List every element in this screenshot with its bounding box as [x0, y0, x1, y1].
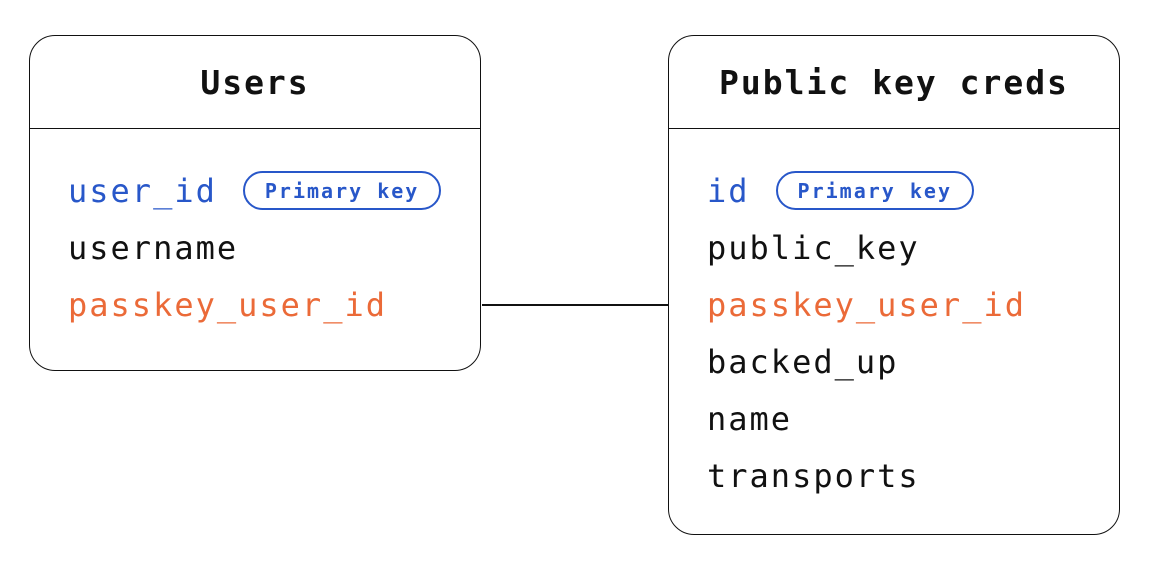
table-public-key-creds-title: Public key creds — [669, 36, 1119, 129]
field-name-name: name — [707, 399, 793, 438]
table-public-key-creds-field-list: id Primary key public_key passkey_user_i… — [669, 129, 1119, 504]
field-name-transports: transports — [707, 456, 920, 495]
field-row-passkey-user-id: passkey_user_id — [707, 276, 1119, 333]
relationship-line — [482, 304, 668, 306]
table-public-key-creds[interactable]: Public key creds id Primary key public_k… — [668, 35, 1120, 535]
table-users[interactable]: Users user_id Primary key username passk… — [29, 35, 481, 371]
field-row-passkey-user-id: passkey_user_id — [68, 276, 480, 333]
field-row-backed-up: backed_up — [707, 333, 1119, 390]
field-name-username: username — [68, 228, 239, 267]
field-name-passkey-user-id: passkey_user_id — [68, 285, 387, 324]
table-users-field-list: user_id Primary key username passkey_use… — [30, 129, 480, 333]
field-row-username: username — [68, 219, 480, 276]
field-row-transports: transports — [707, 447, 1119, 504]
field-name-backed-up: backed_up — [707, 342, 899, 381]
field-name-public-key: public_key — [707, 228, 920, 267]
field-name-id: id — [707, 171, 750, 210]
field-name-user-id: user_id — [68, 171, 217, 210]
table-users-title: Users — [30, 36, 480, 129]
field-row-id: id Primary key — [707, 162, 1119, 219]
field-row-user-id: user_id Primary key — [68, 162, 480, 219]
field-row-public-key: public_key — [707, 219, 1119, 276]
field-row-name: name — [707, 390, 1119, 447]
primary-key-badge: Primary key — [775, 171, 974, 210]
primary-key-badge: Primary key — [242, 171, 442, 210]
field-name-passkey-user-id: passkey_user_id — [707, 285, 1026, 324]
